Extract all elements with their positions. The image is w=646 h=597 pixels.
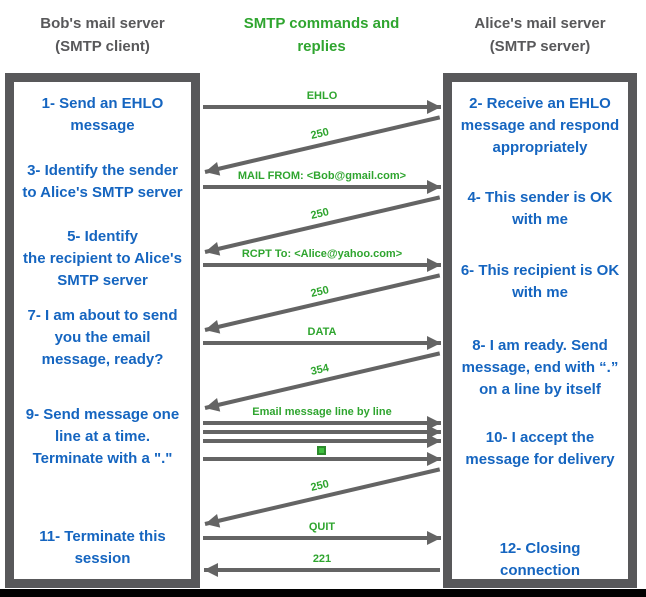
client-step-5: 5- Identify the recipient to Alice's SMT…	[23, 228, 182, 289]
client-box: 1- Send an EHLO message 3- Identify the …	[5, 73, 200, 588]
client-column-header: Bob's mail server (SMTP client)	[40, 15, 165, 55]
arrow-250-mail-reply: 250	[204, 195, 441, 254]
arrow-message-line-2	[203, 425, 441, 439]
message-label: 354	[309, 362, 331, 378]
green-square-dot-icon	[317, 446, 326, 455]
arrow-message-line-3	[203, 434, 441, 448]
arrow-ehlo: EHLO	[203, 90, 441, 114]
message-label: 250	[309, 284, 331, 300]
message-label: 250	[309, 126, 331, 142]
server-step-8: 8- I am ready. Send message, end with “.…	[461, 337, 619, 398]
server-step-2: 2- Receive an EHLO message and respond a…	[460, 95, 620, 156]
client-step-1: 1- Send an EHLO message	[41, 95, 164, 134]
message-label: 250	[309, 478, 331, 494]
client-step-9: 9- Send message one line at a time. Term…	[25, 406, 180, 467]
server-step-12: 12- Closing connection	[499, 540, 581, 579]
arrow-quit: QUIT	[203, 521, 441, 545]
message-label: 250	[309, 206, 331, 222]
message-label: 221	[312, 553, 332, 565]
arrow-250-message-accepted: 250	[204, 467, 441, 526]
arrow-rcpt-to: RCPT To: <Alice@yahoo.com>	[203, 248, 441, 272]
arrow-354-reply: 354	[204, 351, 441, 410]
message-label: DATA	[307, 326, 337, 338]
client-step-7: 7- I am about to send you the email mess…	[27, 307, 178, 368]
message-label: EHLO	[306, 90, 338, 102]
server-column-header: Alice's mail server (SMTP server)	[474, 15, 606, 55]
server-box: 2- Receive an EHLO message and respond a…	[443, 73, 637, 588]
arrow-data: DATA	[203, 326, 441, 350]
message-label: MAIL FROM: <Bob@gmail.com>	[237, 170, 407, 182]
message-label: QUIT	[308, 521, 336, 533]
message-label: RCPT To: <Alice@yahoo.com>	[241, 248, 403, 260]
arrow-250-rcpt-reply: 250	[204, 273, 441, 332]
server-step-6: 6- This recipient is OK with me	[460, 262, 620, 301]
client-step-11: 11- Terminate this session	[39, 528, 166, 567]
arrow-dot-terminator-line	[203, 446, 441, 466]
server-step-4: 4- This sender is OK with me	[467, 189, 613, 228]
arrow-250-ehlo-reply: 250	[204, 115, 441, 174]
arrow-221-closing: 221	[204, 553, 440, 577]
arrow-message-line-1: Email message line by line	[203, 406, 441, 430]
client-step-3: 3- Identify the sender to Alice's SMTP s…	[22, 162, 183, 201]
server-step-10: 10- I accept the message for delivery	[465, 429, 615, 468]
middle-column-header: SMTP commands and replies	[243, 15, 400, 55]
arrow-mail-from: MAIL FROM: <Bob@gmail.com>	[203, 170, 441, 194]
message-label: Email message line by line	[252, 406, 392, 418]
bottom-border-bar	[0, 589, 646, 597]
